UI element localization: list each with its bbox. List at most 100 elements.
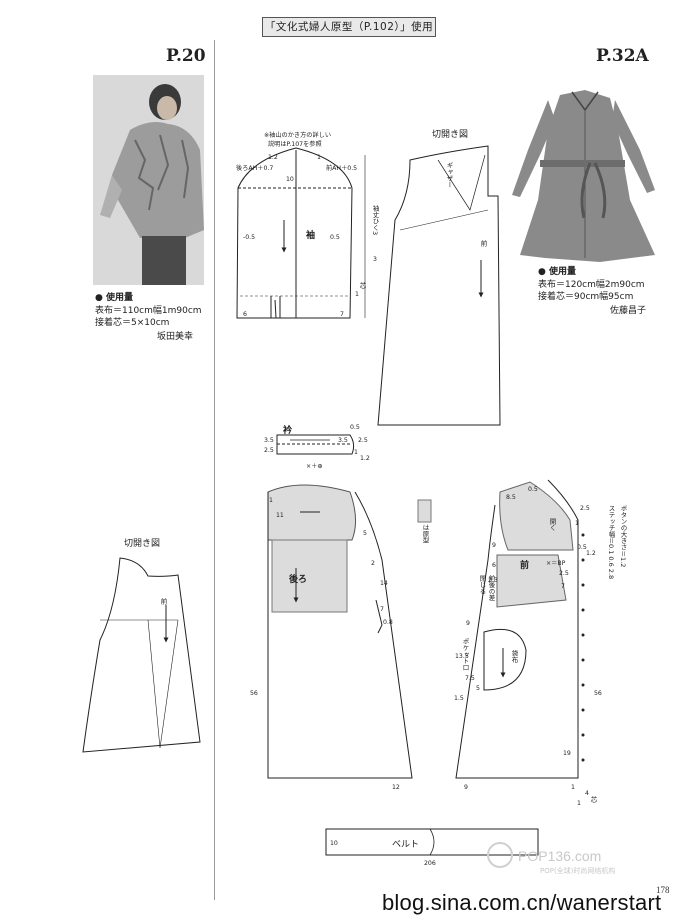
pocket-mouth-label: ポケット口 (461, 638, 469, 671)
dim-label: 56 (250, 690, 258, 697)
dim-label: 9 (492, 542, 496, 549)
footer-url: blog.sina.com.cn/wanerstart (382, 890, 662, 915)
front-label-left: 前 (159, 598, 167, 605)
materials-heading: ● 使用量 (95, 293, 133, 303)
close-label: 閉じる (478, 575, 486, 595)
dim-label: 1 (269, 497, 273, 504)
sleeve-note: ※袖山のかき方の詳しい (264, 132, 332, 139)
dim-label: 2.3 (488, 577, 498, 584)
bp-label: ×＝BP (546, 560, 566, 567)
dim-label: 7 (340, 311, 344, 318)
dim-label: 1 (355, 291, 359, 298)
materials-line: 接着芯＝5×10cm (95, 318, 170, 328)
dim-label: 3 (373, 256, 377, 263)
dim-label: 2.5 (358, 437, 368, 444)
dim-label: 1 (571, 784, 575, 791)
stay-label: 芯 (589, 796, 597, 803)
dim-label: 5 (476, 685, 480, 692)
stitch-note: ステッチ幅＝0.1 0.6 2.8 (607, 505, 615, 580)
sleeve-label: 袖 (306, 231, 316, 241)
dim-label: 5 (363, 530, 367, 537)
belt-width: 10 (330, 840, 338, 847)
gather-label: ギャザー (445, 162, 453, 188)
dim-label: 2.5 (264, 447, 274, 454)
dim-label: 7.5 (465, 675, 475, 682)
dim-label: 1 (354, 449, 358, 456)
materials-right: ● 使用量 表布＝120cm幅2m90cm 接着芯＝90cm幅95cm (538, 266, 645, 304)
base-pattern-label: は原型 (421, 524, 429, 544)
page-number: 178 (656, 885, 670, 895)
dim-label: 13.5 (455, 653, 469, 660)
front-label: 前 (479, 240, 487, 247)
materials-line: 表布＝120cm幅2m90cm (538, 279, 645, 290)
dim-label: 7 (380, 606, 384, 613)
dim-label: 1 (575, 520, 579, 527)
button-note: ボタンの大きさ＝1.2 (619, 505, 627, 568)
column-divider (214, 40, 215, 900)
dim-label: 11 (276, 512, 284, 519)
slash-title: 切開き図 (432, 130, 469, 140)
page-label-left: P.20 (166, 46, 206, 66)
dim-label: 19 (563, 750, 571, 757)
watermark-subtext: POP(全球)时尚网络机构 (540, 867, 616, 875)
dim-label: 9 (466, 620, 470, 627)
dim-label: 7 (561, 583, 565, 590)
materials-line: 表布＝110cm幅1m90cm (95, 305, 202, 316)
stay-label: 芯 (358, 282, 366, 289)
open-label: 開く (548, 518, 556, 531)
watermark-text: POP136.com (518, 848, 602, 864)
dim-label: 9 (464, 784, 468, 791)
page-label-right: P.32A (596, 46, 649, 66)
back-diff-label: 前後の差 (487, 575, 495, 601)
dim-label: 6 (492, 562, 496, 569)
cap-height-label: 袖丈ひく3 (371, 205, 379, 236)
dim-label: -0.5 (243, 234, 256, 241)
dim-label: 2 (371, 560, 375, 567)
collar-label: 衿 (283, 426, 293, 436)
dim-label: 10 (286, 176, 294, 183)
belt-length: 206 (424, 860, 436, 867)
back-ah-label: 後ろAH＋0.7 (236, 165, 274, 172)
dim-label: 1 (577, 800, 581, 807)
materials-heading: ● 使用量 (538, 267, 576, 277)
dim-label: 8.5 (506, 494, 516, 501)
front-bodice-pattern (455, 479, 585, 779)
front-ah-label: 前AH＋0.5 (326, 165, 358, 172)
designer-left: 坂田美幸 (157, 332, 194, 342)
dim-label: 0.5 (528, 486, 538, 493)
belt-pattern (325, 828, 539, 856)
dim-label: 0.5 (330, 234, 340, 241)
collar-pattern (276, 434, 355, 455)
dim-label: 4 (585, 790, 589, 797)
slash-front-pattern (377, 145, 501, 426)
sleeve-pattern (236, 147, 366, 319)
dim-label: 0.5 (577, 544, 587, 551)
base-pattern-key (417, 499, 432, 523)
dim-label: 1.2 (586, 550, 596, 557)
dim-label: 2.5 (559, 570, 569, 577)
materials-left: ● 使用量 表布＝110cm幅1m90cm 接着芯＝5×10cm (95, 292, 202, 330)
dim-label: 1 (317, 154, 321, 161)
dim-label: 6 (243, 311, 247, 318)
sleeve-note: 説明はP.107を参照 (268, 141, 322, 148)
front-label-b: 前 (520, 561, 530, 571)
dim-label: 0.5 (350, 424, 360, 431)
designer-right: 佐藤昌子 (610, 306, 647, 316)
back-bodice-pattern (267, 484, 413, 779)
dim-label: 3.5 (264, 437, 274, 444)
dress-photo-right (512, 90, 655, 262)
dim-label: 14 (380, 580, 388, 587)
slash-front-small (82, 557, 201, 753)
dim-label: 2.5 (580, 505, 590, 512)
watermark-logo (487, 842, 513, 868)
pocket-label: 袋布 (510, 650, 518, 663)
dim-label: 0.8 (383, 619, 393, 626)
belt-label: ベルト (392, 840, 420, 850)
dim-label: 12 (392, 784, 400, 791)
dim-label: 1.2 (268, 154, 278, 161)
model-photo-left (93, 75, 204, 285)
materials-line: 接着芯＝90cm幅95cm (538, 292, 634, 302)
collar-bottom-label: ×＋⊕ (306, 463, 323, 470)
dim-label: 1.5 (454, 695, 464, 702)
